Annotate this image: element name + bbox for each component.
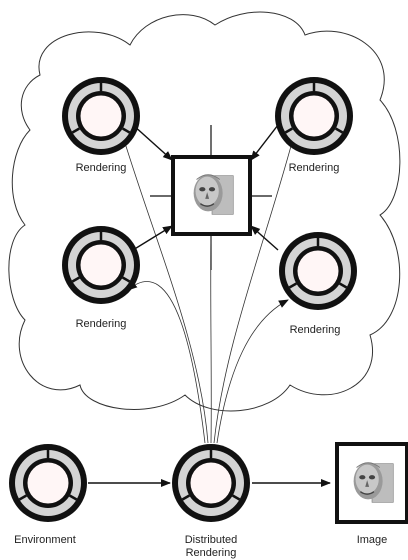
label-distributed: Distributed	[185, 534, 238, 546]
output-image-box	[335, 442, 408, 524]
rendering-node-bottom-left	[60, 224, 142, 306]
label-image: Image	[357, 534, 388, 546]
label-environment: Environment	[14, 534, 76, 546]
label-distributed-rendering: Rendering	[186, 547, 237, 559]
rendering-node-bottom-right	[277, 230, 359, 312]
cloud-boundary	[8, 11, 401, 412]
label-rendering-bottom-left: Rendering	[76, 318, 127, 330]
render-arrows	[132, 124, 279, 251]
environment-node	[7, 442, 89, 524]
central-render-box	[171, 155, 252, 236]
distributed-rendering-node	[170, 442, 252, 524]
rendering-node-top-left	[60, 75, 142, 157]
distribution-curves	[117, 119, 299, 444]
rendering-node-top-right	[273, 75, 355, 157]
label-rendering-top-left: Rendering	[76, 162, 127, 174]
label-rendering-top-right: Rendering	[289, 162, 340, 174]
label-rendering-bottom-right: Rendering	[290, 324, 341, 336]
